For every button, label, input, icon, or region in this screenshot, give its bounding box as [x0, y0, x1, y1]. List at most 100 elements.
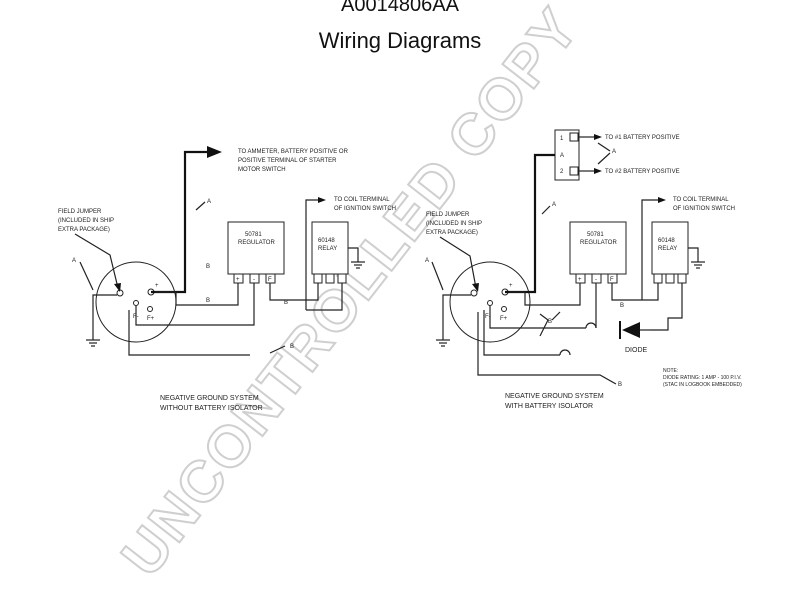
- right-note-3: (STAC IN LOGBOOK EMBEDDED): [663, 382, 742, 388]
- left-b-wire-plus: [155, 283, 239, 306]
- right-coil-label-2: OF IGNITION SWITCH: [673, 206, 735, 212]
- right-a-ground-leader: [431, 261, 444, 291]
- right-relay-ground-wire: [688, 247, 699, 262]
- left-relay-label-2: RELAY: [318, 246, 337, 252]
- right-reg-minus-label: -: [595, 277, 597, 283]
- right-plus-label: +: [509, 283, 513, 289]
- right-relay-label-2: RELAY: [658, 246, 677, 252]
- right-b-leader-2: [539, 319, 549, 337]
- right-ground-return: [477, 312, 617, 385]
- right-battery2-label: TO #2 BATTERY POSITIVE: [605, 169, 680, 175]
- left-a-label-ground: A: [72, 258, 76, 264]
- right-battery1-label: TO #1 BATTERY POSITIVE: [605, 135, 680, 141]
- left-a-ground-leader: [79, 261, 94, 291]
- left-f-plus-label: F+: [147, 316, 155, 322]
- left-coil-arrow: [318, 197, 326, 203]
- left-a-label-wire: A: [207, 199, 211, 205]
- right-regulator-label-1: 50781: [587, 232, 604, 238]
- page-title: Wiring Diagrams: [318, 28, 482, 53]
- left-relay-label-1: 60148: [318, 238, 335, 244]
- right-relay-terminal-2: [665, 273, 675, 284]
- right-b-label-3: B: [618, 382, 622, 388]
- right-coil-label-1: TO COIL TERMINAL: [673, 197, 729, 203]
- right-diode-label: DIODE: [625, 347, 648, 354]
- left-field-jumper-label-2: (INCLUDED IN SHIP: [58, 218, 114, 224]
- right-caption-1: NEGATIVE GROUND SYSTEM: [505, 393, 604, 400]
- right-field-jumper-label-1: FIELD JUMPER: [426, 212, 470, 218]
- right-isolator-term-1: [569, 132, 579, 142]
- left-ammeter-label-2: POSITIVE TERMINAL OF STARTER: [238, 158, 337, 164]
- left-reg-plus-label: +: [236, 277, 240, 283]
- left-b-label-1: B: [206, 298, 210, 304]
- right-field-terminal-c: [501, 306, 507, 312]
- left-relay-terminal-1: [313, 273, 323, 284]
- right-field-terminal-a: [470, 289, 478, 297]
- right-relay-label-1: 60148: [658, 238, 675, 244]
- left-b-label-2: B: [284, 300, 288, 306]
- left-caption-2: WITHOUT BATTERY ISOLATOR: [160, 405, 263, 412]
- right-ground-wire: [442, 294, 471, 340]
- left-a-leader: [195, 201, 206, 211]
- left-relay-terminal-3: [337, 273, 347, 284]
- right-field-jumper-leader: [439, 236, 477, 289]
- right-a-iso-leader-1: [597, 142, 611, 152]
- right-diode-symbol: [622, 322, 640, 338]
- right-f-minus-wire: [489, 306, 586, 329]
- right-relay-terminal-3: [677, 273, 687, 284]
- right-coil-wire: [641, 199, 658, 300]
- right-caption-2: WITH BATTERY ISOLATOR: [505, 403, 593, 410]
- right-field-terminal-b: [487, 300, 493, 306]
- left-regulator-label-2: REGULATOR: [238, 240, 275, 246]
- diagram-code: A0014806AA: [341, 0, 459, 16]
- right-field-jumper-label-3: EXTRA PACKAGE): [426, 230, 478, 236]
- right-b-label-1: B: [620, 303, 624, 309]
- right-b-wire-plus: [509, 283, 581, 306]
- right-f-plus-label: F+: [500, 316, 508, 322]
- right-f-minus-label: F-: [485, 314, 491, 320]
- right-a-iso: A: [612, 149, 616, 155]
- left-caption-1: NEGATIVE GROUND SYSTEM: [160, 395, 259, 402]
- left-reg-minus-label: -: [253, 277, 255, 283]
- right-b-label-2: B: [548, 319, 552, 325]
- left-ammeter-label-3: MOTOR SWITCH: [238, 167, 286, 173]
- left-regulator: [227, 221, 285, 275]
- right-f-plus-hop: [559, 349, 571, 356]
- left-field-jumper-label-3: EXTRA PACKAGE): [58, 227, 110, 233]
- left-coil-label-2: OF IGNITION SWITCH: [334, 206, 396, 212]
- left-field-terminal-b: [133, 300, 139, 306]
- left-b-leader: [269, 345, 286, 354]
- right-reg-plus-label: +: [578, 277, 582, 283]
- left-coil-label-1: TO COIL TERMINAL: [334, 197, 390, 203]
- right-f-plus-wire: [483, 310, 560, 356]
- right-f-minus-hop: [585, 322, 597, 329]
- left-coil-wire: [305, 199, 318, 310]
- left-field-jumper-arrow: [114, 283, 121, 292]
- right-note-1: NOTE:: [663, 368, 678, 374]
- left-b-label-top: B: [206, 264, 210, 270]
- right-regulator: [569, 221, 627, 275]
- right-field-jumper-label-2: (INCLUDED IN SHIP: [426, 221, 482, 227]
- right-relay: [651, 221, 689, 275]
- right-relay-terminal-1: [653, 273, 663, 284]
- left-positive-arrow: [207, 146, 222, 158]
- left-field-jumper-label-1: FIELD JUMPER: [58, 209, 102, 215]
- right-regulator-label-2: REGULATOR: [580, 240, 617, 246]
- left-reg-f-label: F: [268, 277, 272, 283]
- left-field-terminal-c: [147, 306, 153, 312]
- left-plus-label: +: [155, 283, 159, 289]
- right-a-wire: A: [552, 202, 556, 208]
- right-field-jumper-arrow: [472, 283, 479, 292]
- left-f-wire: [269, 283, 319, 301]
- right-diagram: 1 2 A TO #1 BATTERY POSITIVE TO #2 BATTE…: [425, 129, 742, 410]
- right-battery1-arrow: [594, 134, 602, 140]
- left-ground-wire: [92, 294, 117, 340]
- left-relay-terminal-2: [325, 273, 335, 284]
- right-battery2-arrow: [594, 168, 602, 174]
- right-coil-arrow: [658, 197, 666, 203]
- left-f-minus-wire: [135, 283, 255, 326]
- right-a-wire-leader: [541, 205, 551, 215]
- left-relay-ground-wire: [348, 247, 359, 262]
- right-note-2: DIODE RATING: 1 AMP - 100 P.I.V.: [663, 375, 741, 381]
- right-reg-f-label: F: [610, 277, 614, 283]
